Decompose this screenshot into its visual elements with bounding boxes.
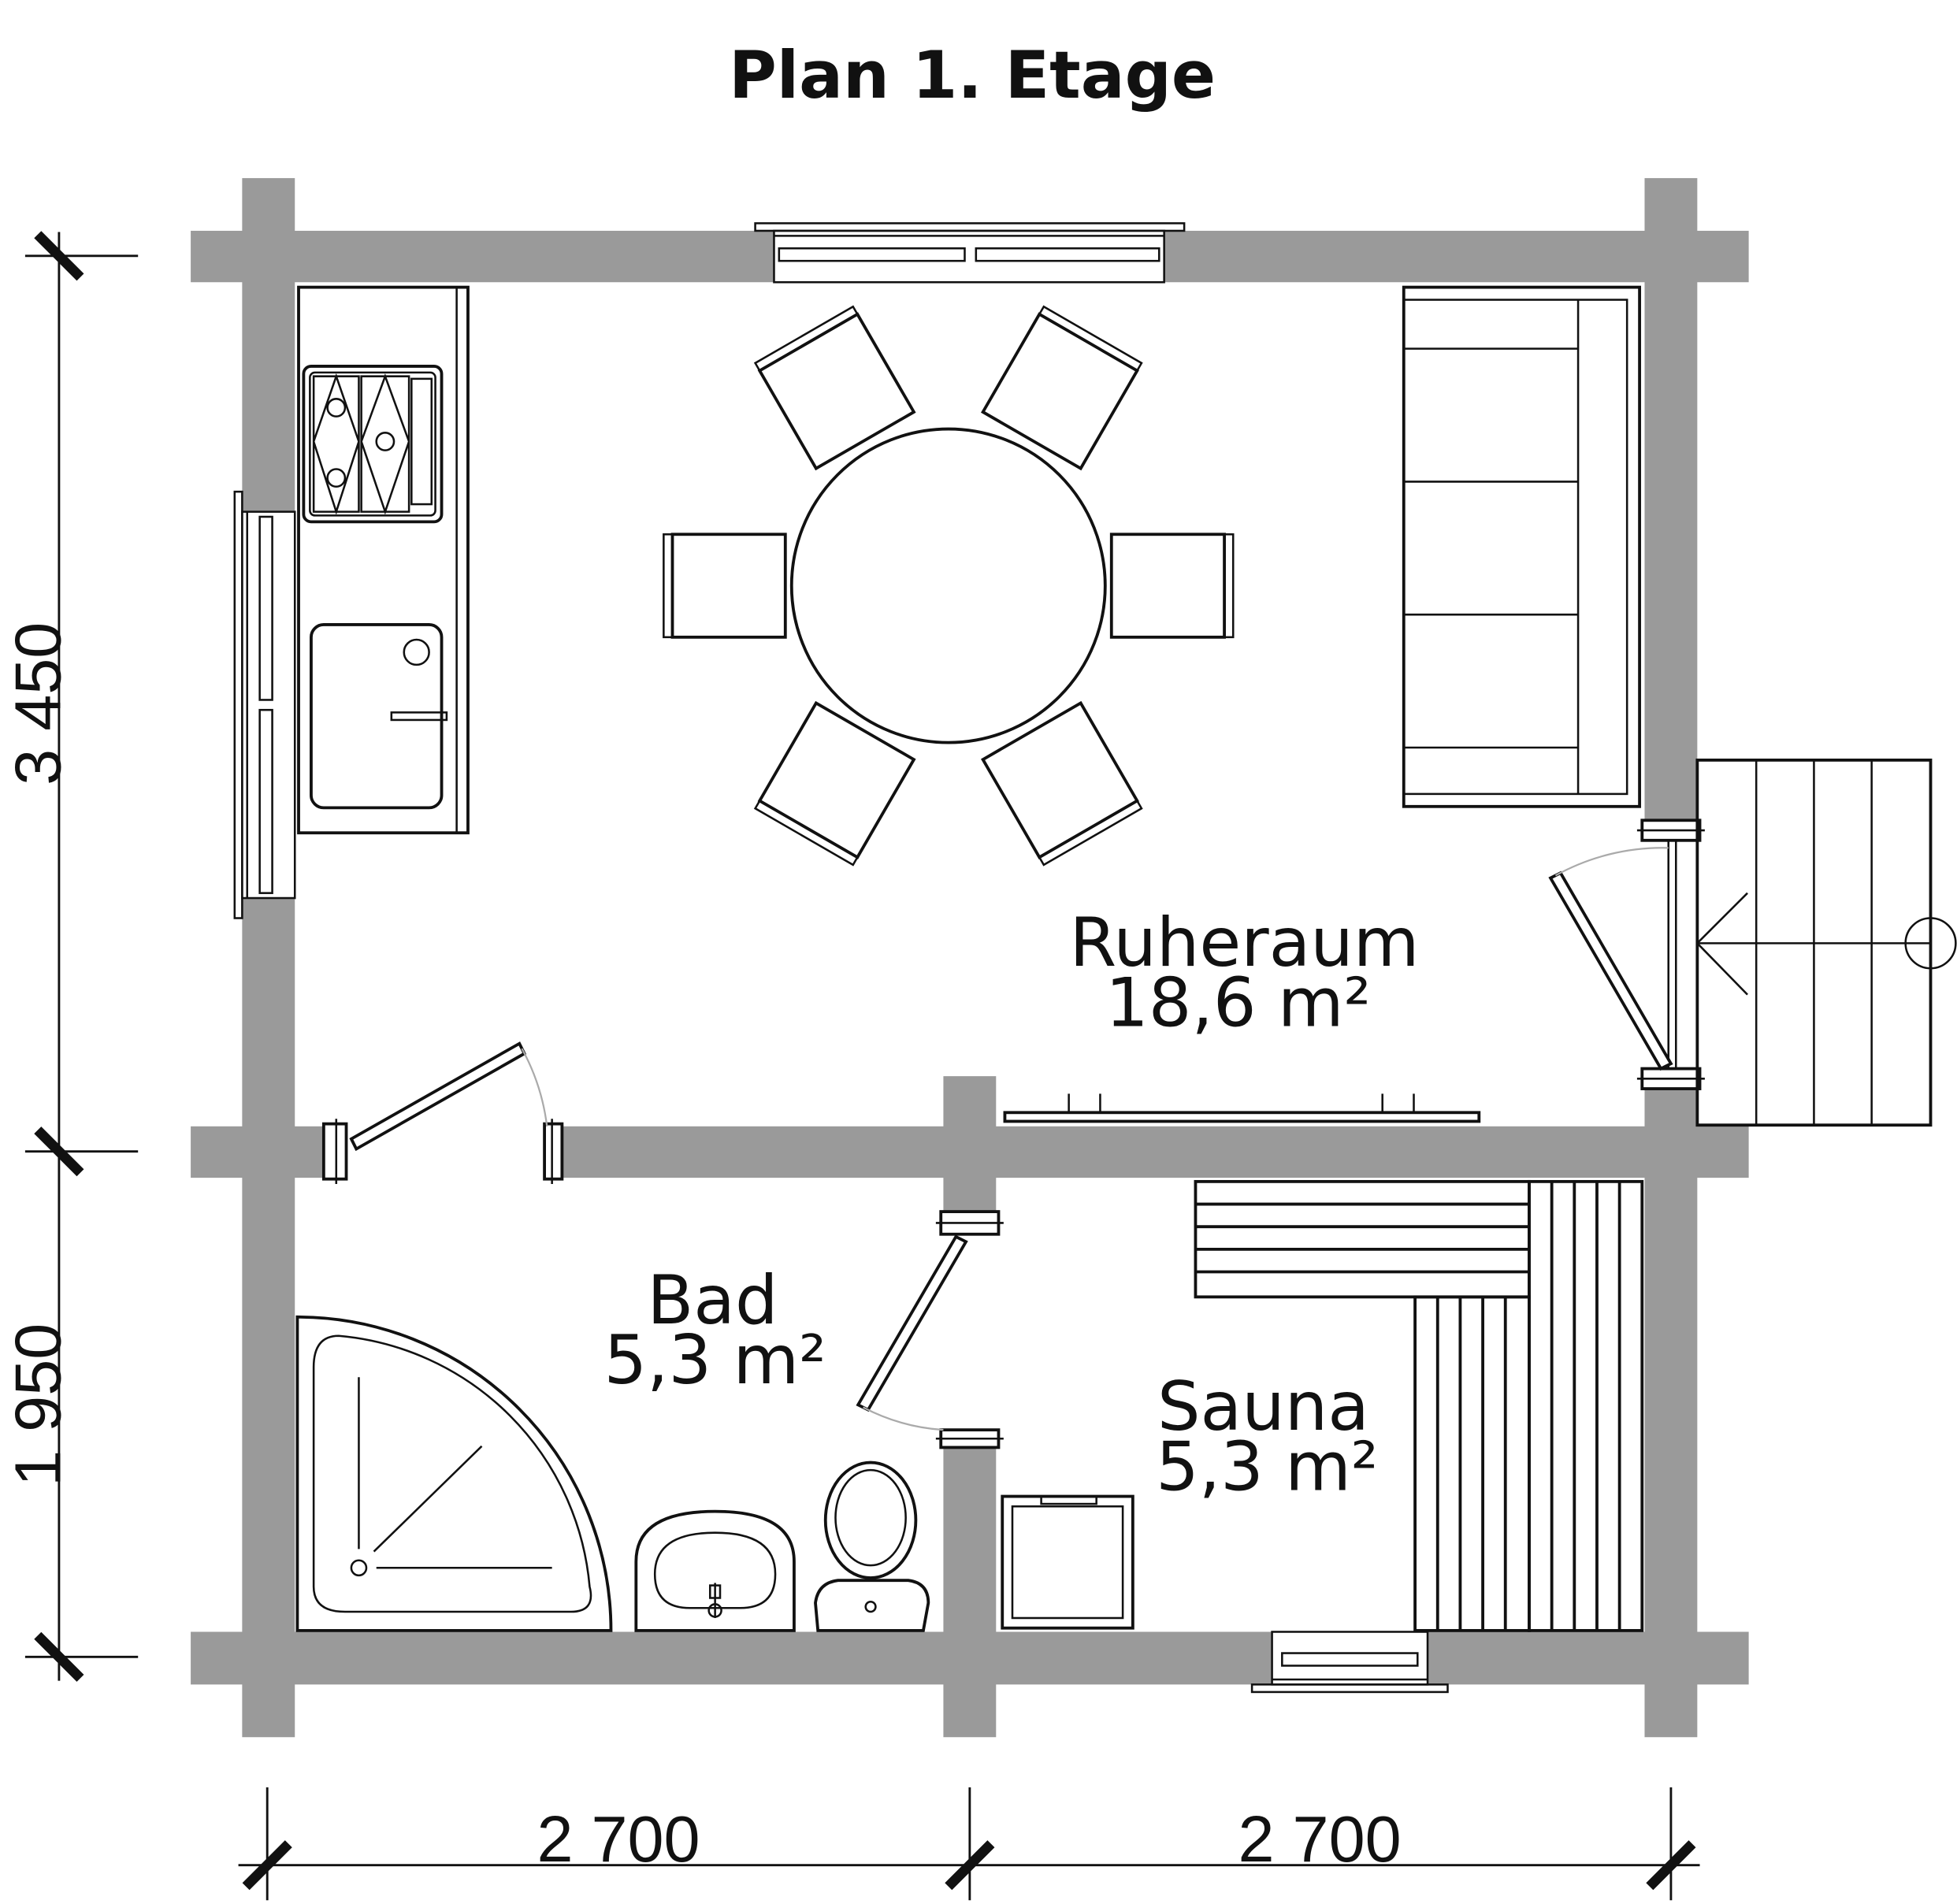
dimension-label-vertical-2: 1 950 [1,1323,74,1486]
window-left [233,490,296,919]
room-name-bad: Bad [647,1261,778,1340]
room-name-sauna: Sauna [1157,1368,1369,1446]
toilet-icon [814,1460,930,1632]
dimension-horizontal: 2 700 2 700 [238,1787,1700,1901]
door-sauna-entry [856,1210,1004,1449]
chair [981,700,1143,867]
chair [663,533,787,639]
dining-table [663,305,1235,867]
kitchen-counter [297,285,470,835]
chair [753,700,916,867]
sauna-bench-upper [1194,1179,1531,1299]
walls [191,178,1749,1738]
dimension-label-horizontal-2: 2 700 [1238,1802,1402,1876]
room-name-ruheraum: Ruheraum [1070,904,1420,982]
plan-title: Plan 1. Etage [729,37,1216,113]
washbasin-icon [634,1509,796,1632]
sauna-heater-icon [1001,1494,1134,1630]
room-area-bad: 5,3 m² [603,1321,826,1400]
room-area-ruheraum: 18,6 m² [1105,963,1371,1042]
window-top [754,222,1186,284]
chair [753,305,916,471]
dimension-label-horizontal-1: 2 700 [537,1802,700,1876]
sauna-bench-lower [1413,1295,1531,1632]
porch-stairs [1695,758,1957,1127]
dimension-label-vertical-1: 3 450 [1,622,74,785]
dimension-vertical: 3 450 1 950 [1,231,139,1682]
room-area-sauna: 5,3 m² [1156,1428,1378,1507]
kitchen-sink-icon [310,623,448,810]
door-exterior [1548,818,1705,1090]
chair [981,305,1143,471]
window-bottom [1250,1631,1449,1694]
wall-radiator [1003,1093,1481,1123]
sofa [1402,285,1642,808]
shower-icon [295,1315,613,1632]
sauna-bench-vertical [1528,1179,1644,1632]
door-bad-entry [321,1041,564,1185]
chair [1109,533,1235,639]
stove-icon [302,365,444,524]
